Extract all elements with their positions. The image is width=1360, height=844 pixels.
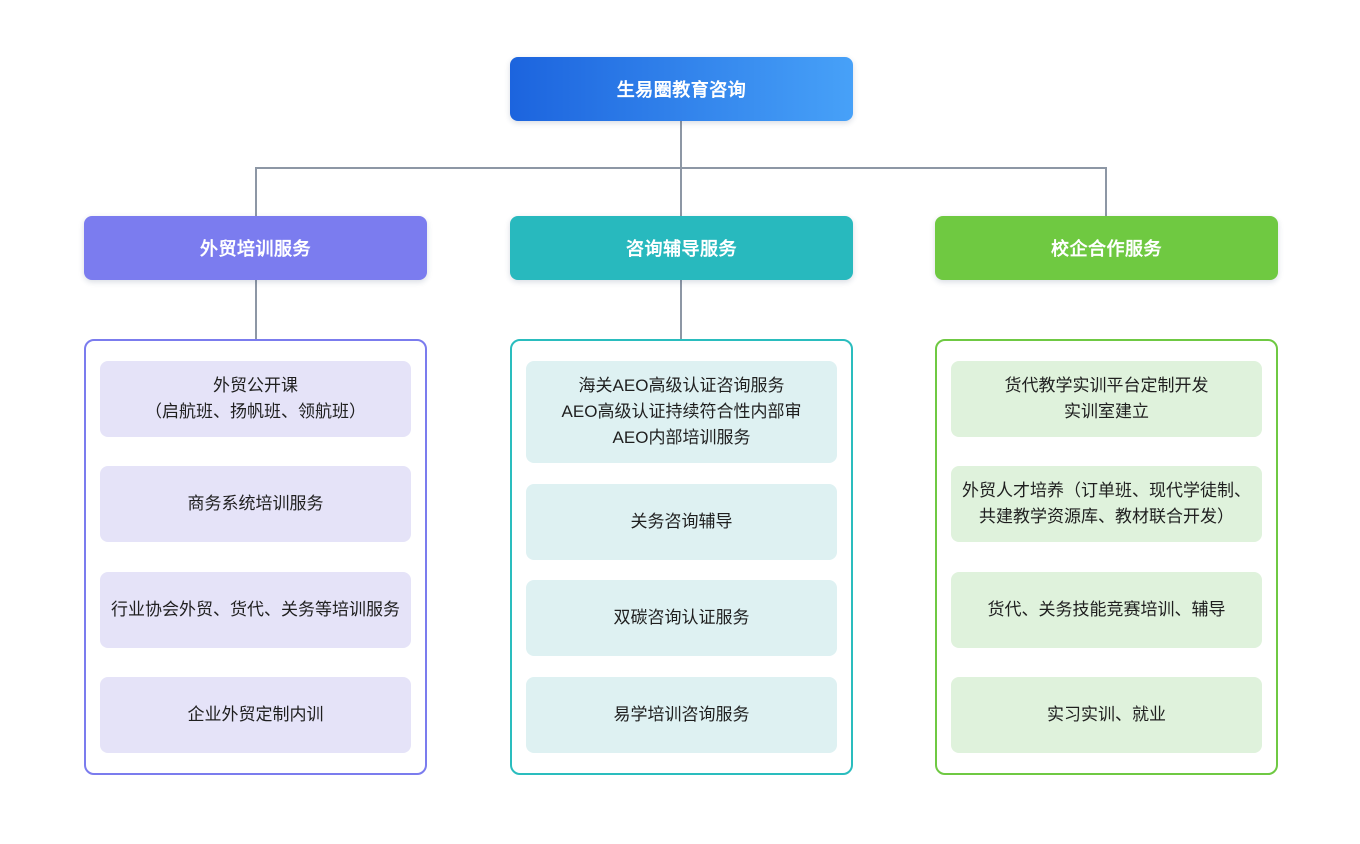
service-item: 外贸公开课 （启航班、扬帆班、领航班）: [100, 361, 411, 437]
branch-node-consulting: 咨询辅导服务: [510, 216, 853, 280]
connector-root-drop: [680, 121, 682, 168]
service-item: 货代、关务技能竞赛培训、辅导: [951, 571, 1262, 648]
connector-drop-branch-1: [255, 167, 257, 216]
panel-trade-training: 外贸公开课 （启航班、扬帆班、领航班） 商务系统培训服务 行业协会外贸、货代、关…: [84, 339, 427, 775]
branch-label: 外贸培训服务: [200, 239, 311, 259]
service-item: 商务系统培训服务: [100, 466, 411, 543]
root-node-label: 生易圈教育咨询: [616, 80, 747, 100]
connector-panel-link-1: [255, 280, 257, 339]
panel-consulting: 海关AEO高级认证咨询服务 AEO高级认证持续符合性内部审 AEO内部培训服务 …: [510, 339, 853, 775]
branch-label: 校企合作服务: [1051, 239, 1162, 259]
branch-node-trade-training: 外贸培训服务: [84, 216, 427, 280]
connector-drop-branch-2: [680, 167, 682, 216]
service-item: 海关AEO高级认证咨询服务 AEO高级认证持续符合性内部审 AEO内部培训服务: [526, 361, 837, 463]
service-item: 货代教学实训平台定制开发 实训室建立: [951, 361, 1262, 437]
service-item: 外贸人才培养（订单班、现代学徒制、共建教学资源库、教材联合开发）: [951, 466, 1262, 543]
panel-school-enterprise: 货代教学实训平台定制开发 实训室建立 外贸人才培养（订单班、现代学徒制、共建教学…: [935, 339, 1278, 775]
service-item: 易学培训咨询服务: [526, 676, 837, 753]
connector-drop-branch-3: [1105, 167, 1107, 216]
service-item: 企业外贸定制内训: [100, 676, 411, 753]
branch-node-school-enterprise: 校企合作服务: [935, 216, 1278, 280]
root-node: 生易圈教育咨询: [510, 57, 853, 121]
service-item: 行业协会外贸、货代、关务等培训服务: [100, 571, 411, 648]
connector-panel-link-2: [680, 280, 682, 339]
service-item: 双碳咨询认证服务: [526, 580, 837, 657]
branch-label: 咨询辅导服务: [626, 239, 737, 259]
service-item: 实习实训、就业: [951, 676, 1262, 753]
service-item: 关务咨询辅导: [526, 483, 837, 560]
